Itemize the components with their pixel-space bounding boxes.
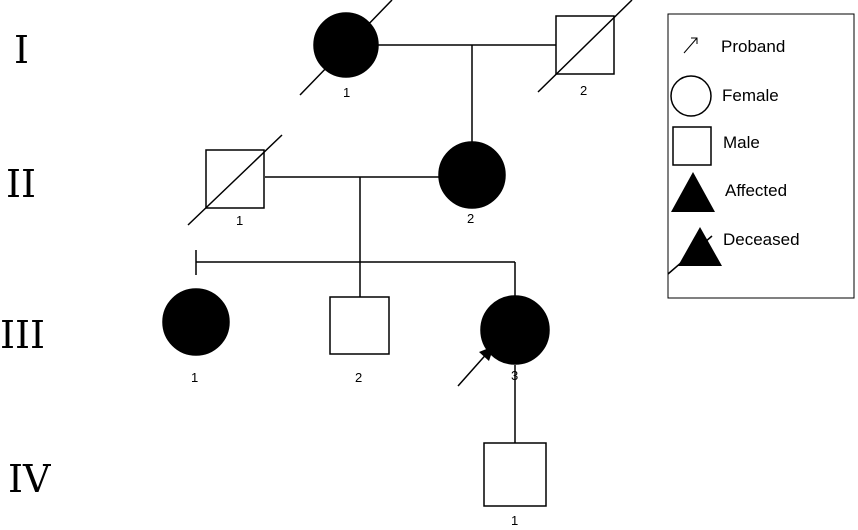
individual-number: 1 [236,213,243,228]
individual-number: 3 [511,368,518,383]
individual-number: 2 [355,370,362,385]
deceased-slash [187,134,283,226]
legend-proband-label: Proband [721,37,785,56]
individual-number: 1 [343,85,350,100]
affected-female-symbol [480,295,550,365]
legend-male-label: Male [723,133,760,152]
male-symbol [483,442,547,507]
legend-affected-icon [671,172,715,212]
legend-male-icon [672,126,712,166]
individual-number: 1 [511,513,518,528]
individual-ii-2: 2 [438,141,506,226]
generation-label-ii: II [6,162,36,206]
individual-ii-1: 1 [187,134,283,228]
affected-female-symbol [162,288,230,356]
legend-deceased-label: Deceased [723,230,800,249]
individual-iii-3: 3 [457,295,550,387]
affected-female-symbol [438,141,506,209]
generation-label-iv: IV [8,457,51,501]
generation-label-iii: III [0,313,45,357]
generation-label-i: I [14,28,29,72]
individual-number: 1 [191,370,198,385]
individual-i-2: 2 [537,0,633,98]
individual-iv-1: 1 [483,442,547,528]
individual-number: 2 [467,211,474,226]
individual-number: 2 [580,83,587,98]
male-symbol [329,296,390,355]
legend-female-icon [670,75,712,117]
pedigree-lines [195,44,556,443]
individual-iii-2: 2 [329,296,390,385]
deceased-slash [537,0,633,93]
legend-deceased-slash [667,235,713,275]
legend: Proband Female Male Affected Deceased [667,13,855,299]
affected-female-symbol [313,12,379,78]
deceased-slash [299,0,393,96]
proband-arrow-icon [457,346,494,387]
individual-iii-1: 1 [162,288,230,385]
legend-female-label: Female [722,86,779,105]
legend-proband-arrow-icon [683,37,698,54]
individual-i-1: 1 [299,0,393,100]
legend-affected-label: Affected [725,181,787,200]
